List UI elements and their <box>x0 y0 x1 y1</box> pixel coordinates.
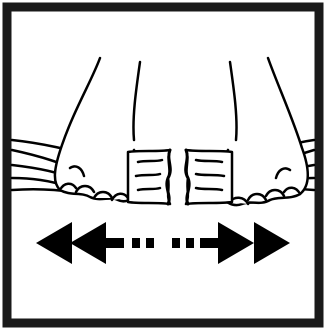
left-hand <box>53 56 172 206</box>
right-hand <box>184 56 309 207</box>
arrow-left-icon <box>36 222 154 264</box>
tear-gap <box>165 148 191 206</box>
arrow-right-icon <box>172 222 290 264</box>
